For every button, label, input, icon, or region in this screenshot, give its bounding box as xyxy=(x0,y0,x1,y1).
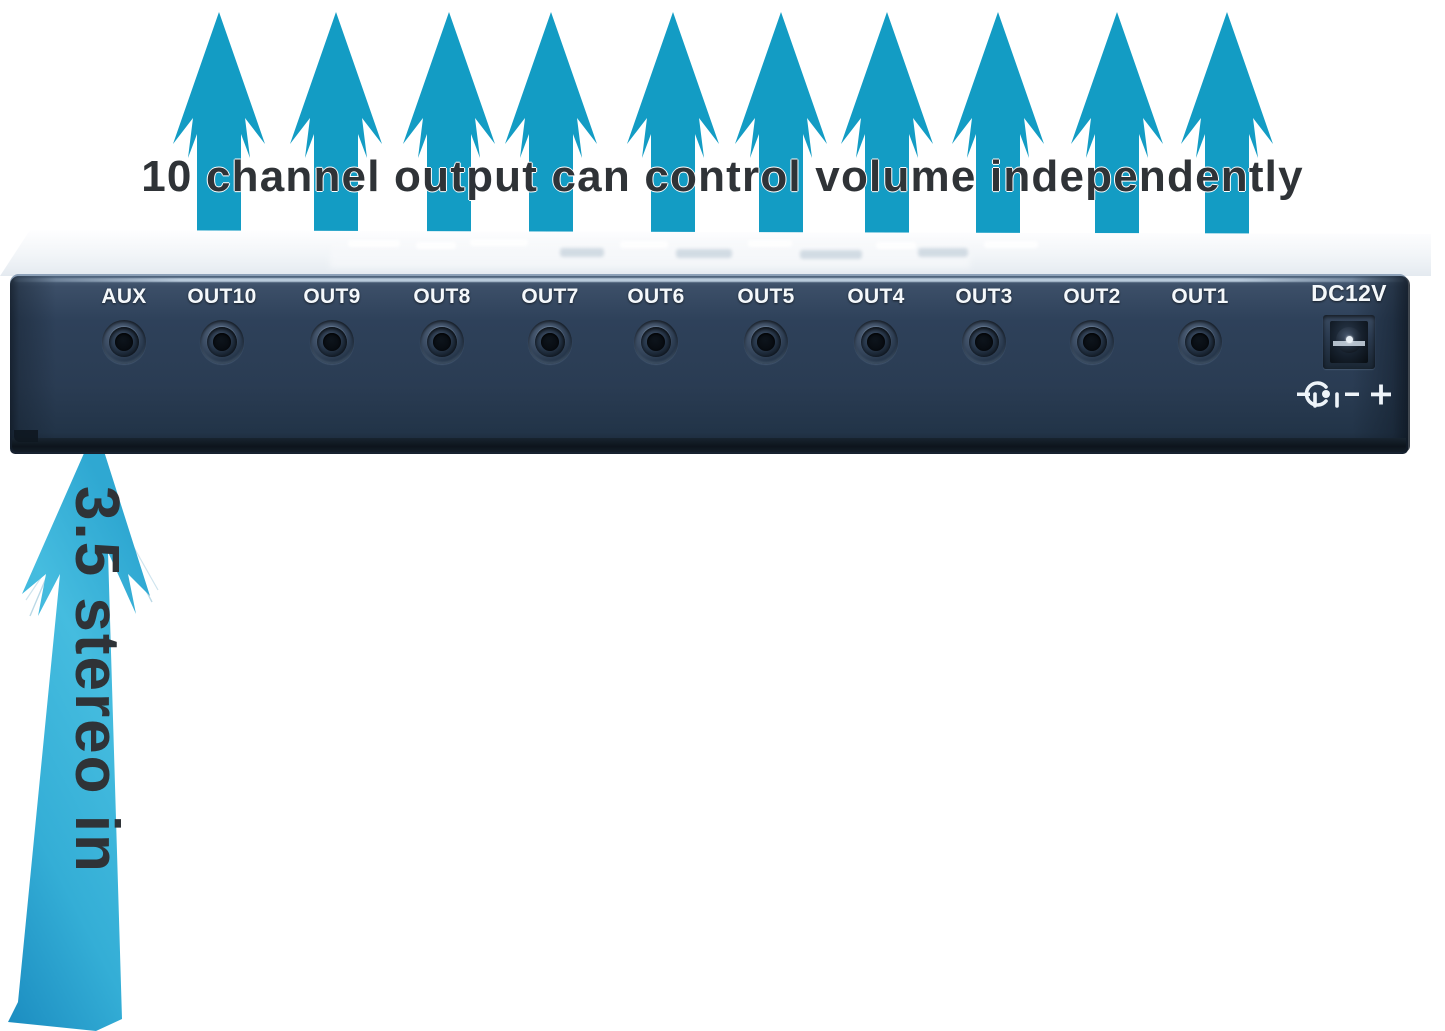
port-out6[interactable]: OUT6 xyxy=(608,286,704,364)
output-arrow xyxy=(505,12,597,265)
port-out7[interactable]: OUT7 xyxy=(502,286,598,364)
port-label: OUT4 xyxy=(847,285,905,308)
port-out1[interactable]: OUT1 xyxy=(1152,286,1248,364)
audio-jack-socket[interactable] xyxy=(1070,320,1114,364)
device-faceplate xyxy=(10,274,1408,454)
port-label: OUT3 xyxy=(955,285,1013,308)
port-label: OUT10 xyxy=(187,285,257,308)
faceplate-top-bevel xyxy=(14,278,1404,282)
output-arrow xyxy=(173,12,265,265)
top-silkscreen-mark xyxy=(918,248,968,257)
output-arrow xyxy=(627,12,719,265)
dc-power-label: DC12V xyxy=(1311,280,1387,306)
dc-power-input-group: DC12V xyxy=(1290,282,1408,414)
port-label: OUT8 xyxy=(413,285,471,308)
port-label: OUT5 xyxy=(737,285,795,308)
output-arrow xyxy=(735,12,827,265)
port-label: OUT9 xyxy=(303,285,361,308)
output-arrow xyxy=(1181,12,1273,265)
port-aux[interactable]: AUX xyxy=(76,286,172,364)
port-label: AUX xyxy=(101,285,147,308)
output-arrow xyxy=(290,12,382,265)
top-silkscreen-mark xyxy=(560,248,604,257)
aux-input-callout-arrow xyxy=(8,426,159,1031)
faceplate-bottom-lip xyxy=(12,438,1406,452)
top-silkscreen-mark xyxy=(876,242,916,249)
faceplate-left-shading xyxy=(10,276,56,452)
port-label: OUT6 xyxy=(627,285,685,308)
dc-jack-recess xyxy=(1330,321,1368,363)
audio-jack-socket[interactable] xyxy=(200,320,244,364)
audio-jack-socket[interactable] xyxy=(854,320,898,364)
audio-splitter-device: AUX OUT10 OUT9 OUT8 OUT7 OUT6 OUT5 OUT4 OUT3 OUT2… xyxy=(0,230,1445,472)
port-label: OUT7 xyxy=(521,285,579,308)
device-foot-notch xyxy=(14,430,38,442)
audio-jack-socket[interactable] xyxy=(420,320,464,364)
top-silkscreen-mark xyxy=(676,249,732,258)
top-silkscreen-mark xyxy=(984,241,1038,248)
dc-power-jack[interactable] xyxy=(1323,315,1375,369)
port-out2[interactable]: OUT2 xyxy=(1044,286,1140,364)
port-out10[interactable]: OUT10 xyxy=(174,286,270,364)
port-label: OUT1 xyxy=(1171,285,1229,308)
audio-jack-socket[interactable] xyxy=(1178,320,1222,364)
audio-jack-socket[interactable] xyxy=(962,320,1006,364)
output-arrow xyxy=(403,12,495,265)
output-arrow xyxy=(1071,12,1163,265)
aux-input-caption: 3.5 stereo in xyxy=(62,486,131,874)
headline-text: 10 channel output can control volume ind… xyxy=(141,152,1304,201)
audio-jack-socket[interactable] xyxy=(310,320,354,364)
top-silkscreen-mark xyxy=(748,240,792,247)
port-out9[interactable]: OUT9 xyxy=(284,286,380,364)
top-silkscreen-mark xyxy=(620,241,668,248)
top-silkscreen-mark xyxy=(470,239,528,246)
top-silkscreen-mark xyxy=(800,250,862,259)
top-silkscreen-mark xyxy=(348,240,400,247)
top-surface-glare xyxy=(330,234,970,268)
port-out3[interactable]: OUT3 xyxy=(936,286,1032,364)
top-silkscreen-mark xyxy=(416,242,456,249)
audio-jack-socket[interactable] xyxy=(634,320,678,364)
dc-center-pin xyxy=(1346,336,1353,343)
dc-jack-slot xyxy=(1333,341,1365,346)
port-label: OUT2 xyxy=(1063,285,1121,308)
port-out8[interactable]: OUT8 xyxy=(394,286,490,364)
audio-jack-socket[interactable] xyxy=(528,320,572,364)
audio-jack-socket[interactable] xyxy=(102,320,146,364)
port-out4[interactable]: OUT4 xyxy=(828,286,924,364)
port-out5[interactable]: OUT5 xyxy=(718,286,814,364)
audio-jack-socket[interactable] xyxy=(744,320,788,364)
dc-polarity-icon xyxy=(1297,381,1391,408)
device-top-surface xyxy=(0,230,1431,276)
output-arrow xyxy=(841,12,933,265)
output-arrow xyxy=(952,12,1044,265)
